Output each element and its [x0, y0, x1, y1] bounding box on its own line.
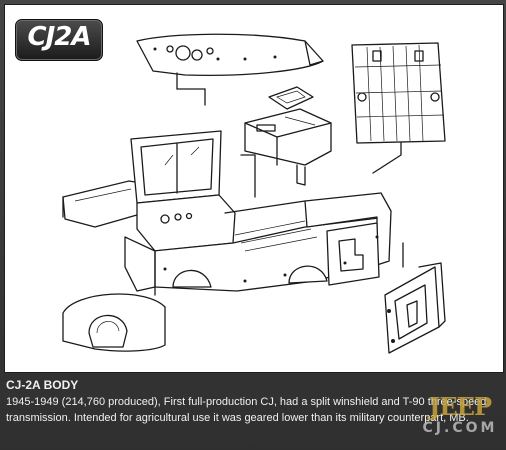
diagram-panel: CJ2A — [4, 4, 504, 373]
caption: CJ-2A BODY 1945-1949 (214,760 produced),… — [6, 378, 496, 426]
model-badge: CJ2A — [15, 19, 103, 61]
dash-panel-part — [136, 33, 324, 77]
caption-title: CJ-2A BODY — [6, 378, 79, 392]
main-body-tub — [62, 130, 392, 292]
seat-riser-part — [244, 86, 332, 186]
model-badge-label: CJ2A — [27, 22, 92, 52]
caption-line-1: 1945-1949 (214,760 produced), First full… — [6, 396, 487, 408]
caption-line-2: transmission. Intended for agricultural … — [6, 412, 469, 424]
tailgate-part — [384, 262, 446, 354]
watermark-top: JEEP — [429, 392, 492, 421]
site-watermark-logo: JEEP CJ.COM — [420, 392, 500, 446]
floor-pan-part — [351, 42, 446, 144]
watermark-bottom: CJ.COM — [422, 420, 498, 436]
fender-part — [62, 293, 166, 352]
body-parts-diagram — [62, 33, 446, 354]
